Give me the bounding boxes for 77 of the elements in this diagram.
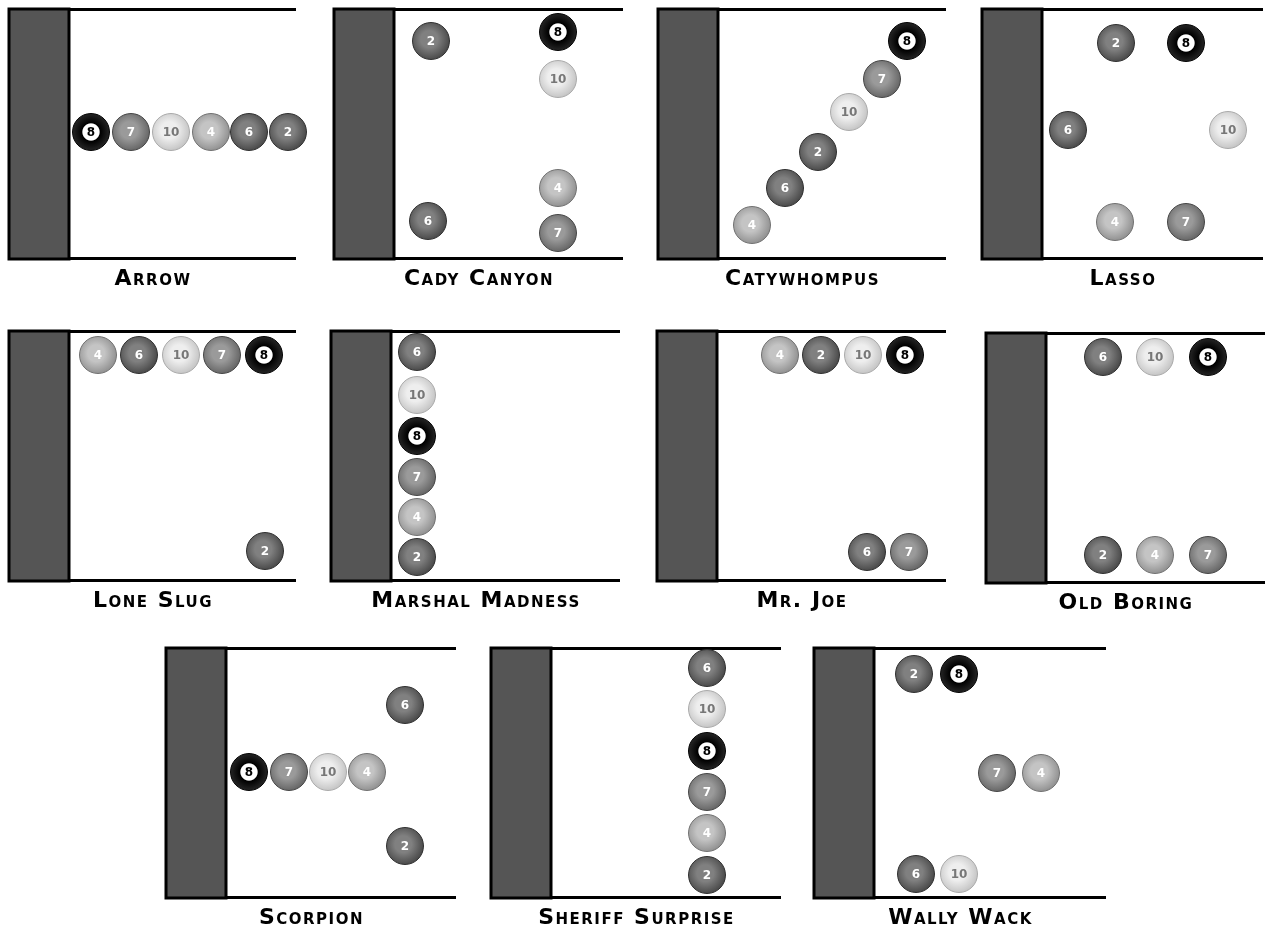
pool-ball: 4 [761,336,799,374]
pool-ball: 2 [688,856,726,894]
pattern-title: Lone Slug [91,588,215,612]
pool-ball: 2 [799,133,837,171]
pool-ball: 7 [1189,536,1227,574]
pattern-title: Old Boring [1057,590,1195,614]
pattern-title: Marshal Madness [370,588,582,612]
pattern-title: Sheriff Surprise [537,905,736,929]
pool-ball: 2 [412,22,450,60]
pool-ball: 7 [398,458,436,496]
pool-ball: 8 [940,655,978,693]
pool-ball: 10 [539,60,577,98]
pattern-title: Wally Wack [887,905,1034,929]
pool-ball: 4 [1096,203,1134,241]
pool-ball: 6 [230,113,268,151]
pool-ball: 4 [348,753,386,791]
pool-ball: 4 [79,336,117,374]
pool-ball: 6 [766,169,804,207]
pool-ball: 10 [309,753,347,791]
pool-ball: 6 [1049,111,1087,149]
pool-ball: 8 [539,13,577,51]
pool-ball: 8 [398,417,436,455]
pool-ball: 10 [152,113,190,151]
pool-ball: 10 [830,93,868,131]
pool-ball: 8 [688,732,726,770]
pool-ball: 2 [1097,24,1135,62]
pattern-title: Arrow [113,266,193,290]
pool-ball: 6 [409,202,447,240]
pool-ball: 7 [1167,203,1205,241]
pool-ball: 10 [1136,338,1174,376]
pool-ball: 4 [192,113,230,151]
pattern-title: Scorpion [257,905,365,929]
pool-ball: 7 [978,754,1016,792]
pool-ball: 4 [688,814,726,852]
pool-ball: 8 [245,336,283,374]
pool-ball: 2 [386,827,424,865]
pool-ball: 6 [386,686,424,724]
pool-ball: 8 [886,336,924,374]
pool-ball: 8 [230,753,268,791]
pool-ball: 7 [112,113,150,151]
pool-ball: 2 [895,655,933,693]
pool-ball: 10 [162,336,200,374]
pool-ball: 8 [72,113,110,151]
pool-ball: 7 [203,336,241,374]
pool-ball: 4 [1136,536,1174,574]
pool-ball: 10 [1209,111,1247,149]
pattern-title: Lasso [1088,266,1158,290]
pool-ball: 7 [270,753,308,791]
pool-ball: 6 [848,533,886,571]
pool-ball: 8 [1167,24,1205,62]
pool-ball: 6 [398,333,436,371]
pattern-title: Cady Canyon [402,266,556,290]
pool-ball: 7 [688,773,726,811]
pool-ball: 6 [120,336,158,374]
pool-ball: 2 [398,538,436,576]
pool-ball: 8 [888,22,926,60]
pool-ball: 4 [1022,754,1060,792]
pool-ball: 2 [802,336,840,374]
pool-ball: 4 [733,206,771,244]
pool-ball: 6 [1084,338,1122,376]
pattern-title: Catywhompus [724,266,881,290]
pool-ball: 10 [940,855,978,893]
pool-ball: 10 [398,376,436,414]
pool-ball: 6 [688,649,726,687]
pool-ball: 2 [269,113,307,151]
pattern-title: Mr. Joe [755,588,849,612]
pool-ball: 2 [1084,536,1122,574]
pool-ball: 4 [398,498,436,536]
pool-ball: 6 [897,855,935,893]
pool-ball: 4 [539,169,577,207]
pool-ball: 7 [863,60,901,98]
pool-ball: 2 [246,532,284,570]
pool-ball: 8 [1189,338,1227,376]
pool-ball: 10 [688,690,726,728]
pool-ball: 7 [890,533,928,571]
pool-ball: 7 [539,214,577,252]
pool-ball: 10 [844,336,882,374]
